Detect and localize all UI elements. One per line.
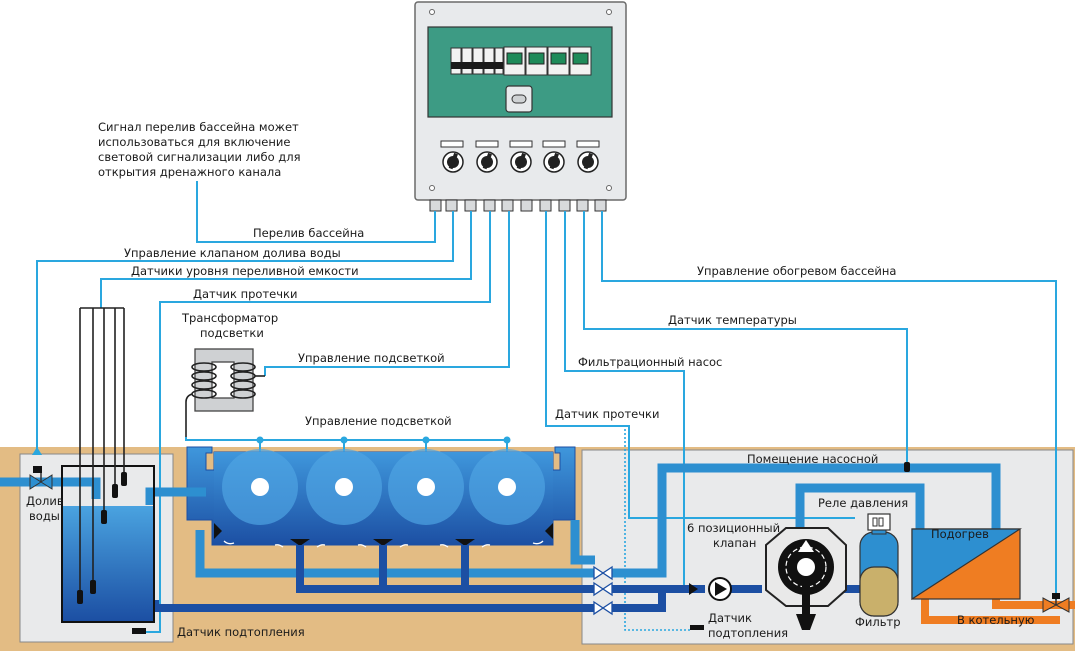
wire-label-lighting-pool: Управление подсветкой — [305, 414, 452, 428]
note-line-3: световой сигнализации либо для — [98, 150, 301, 164]
flood-sensor-left-label: Датчик подтопления — [177, 625, 305, 639]
control-cabinet — [414, 1, 627, 212]
six-way-valve-icon — [765, 527, 847, 630]
flood-sensor-right-label-2: подтопления — [708, 626, 788, 640]
pool — [186, 446, 576, 548]
flood-sensor-right-label-1: Датчик — [708, 611, 752, 625]
relay-modules — [503, 46, 592, 76]
pool-light-icon — [469, 449, 545, 525]
circuit-breakers — [450, 47, 504, 75]
transformer-label-2: подсветки — [200, 326, 264, 340]
refill-arrow-icon — [32, 447, 42, 455]
wire-label-tank-level: Датчики уровня переливной емкости — [131, 264, 359, 278]
pump-room-label: Помещение насосной — [747, 452, 878, 466]
pressure-relay-label: Реле давления — [818, 496, 908, 510]
rotary-switch-icon[interactable] — [543, 151, 565, 173]
filter-label: Фильтр — [855, 615, 901, 629]
pool-light-icon — [306, 449, 382, 525]
six-way-valve-label-2: клапан — [713, 536, 756, 550]
wire-label-leak-left: Датчик протечки — [193, 287, 297, 301]
cable-glands — [429, 199, 607, 212]
pool-light-icon — [222, 449, 298, 525]
to-boiler-label: В котельную — [957, 613, 1035, 627]
transformer-label-1: Трансформатор — [181, 311, 278, 325]
heating-valve-icon — [1042, 593, 1070, 613]
wire-label-leak-right: Датчик протечки — [555, 407, 659, 421]
pool-light-icon — [388, 449, 464, 525]
handle-icon[interactable] — [505, 85, 533, 113]
flood-sensor-icon — [132, 628, 146, 634]
rotary-switch-icon[interactable] — [442, 151, 464, 173]
wire-label-overflow: Перелив бассейна — [253, 226, 364, 240]
rotary-switch-icon[interactable] — [476, 151, 498, 173]
wire-label-pool-heating: Управление обогревом бассейна — [697, 264, 896, 278]
rotary-switch-icon[interactable] — [510, 151, 532, 173]
refill-valve-icon — [29, 466, 53, 490]
filtration-pump-icon — [708, 577, 732, 601]
wire-label-refill-valve: Управление клапаном долива воды — [124, 246, 341, 260]
temperature-sensor-icon — [904, 462, 910, 472]
refill-label-2: воды — [29, 509, 60, 523]
filter-tank-icon — [859, 524, 899, 617]
lighting-transformer-icon — [185, 348, 265, 437]
check-valve-icon — [593, 565, 613, 616]
six-way-valve-label-1: 6 позиционный — [687, 521, 780, 535]
overflow-tank — [61, 307, 155, 623]
heater-label: Подогрев — [931, 527, 989, 541]
note-line-2: использоваться для включение — [98, 135, 290, 149]
flood-sensor-icon — [690, 625, 704, 630]
wire-label-temperature: Датчик температуры — [668, 313, 797, 327]
note-line-1: Сигнал перелив бассейна может — [98, 120, 299, 134]
rotary-switch-icon[interactable] — [577, 151, 599, 173]
note-line-4: открытия дренажного канала — [98, 165, 281, 179]
check-valve-icon — [689, 583, 698, 595]
wire-label-lighting-transformer: Управление подсветкой — [298, 351, 445, 365]
wire-label-filtration-pump: Фильтрационный насос — [578, 355, 722, 369]
refill-label-1: Долив — [26, 494, 64, 508]
heater-icon — [911, 528, 1023, 601]
signal-wires — [36, 181, 1057, 633]
pressure-relay-icon — [867, 513, 891, 531]
